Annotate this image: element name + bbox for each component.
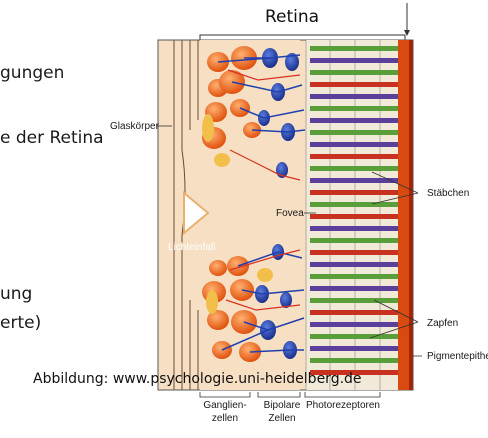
label-bipolare-1: Bipolare (264, 400, 301, 411)
label-zapfen: Zapfen (427, 318, 458, 329)
label-ganglien-1: Ganglien- (203, 400, 246, 411)
pigment-epithelium (398, 40, 410, 390)
label-photorezeptoren: Photorezeptoren (306, 400, 380, 411)
image-credit: Abbildung: www.psychologie.uni-heidelber… (33, 371, 362, 387)
photoreceptor-layer (306, 40, 406, 390)
label-pigment: Pigmentepithe (427, 351, 488, 362)
bottom-brackets (200, 392, 380, 397)
label-staebchen: Stäbchen (427, 188, 469, 199)
label-fovea: Fovea (276, 208, 304, 219)
diagram-title: Retina (265, 7, 319, 27)
label-lichteinfall: Lichteinfall (168, 242, 215, 253)
retina-bracket (200, 35, 405, 40)
label-glaskoerper: Glaskörper (110, 121, 160, 132)
label-ganglien-2: zellen (212, 413, 238, 424)
label-bipolare-2: Zellen (268, 413, 295, 424)
